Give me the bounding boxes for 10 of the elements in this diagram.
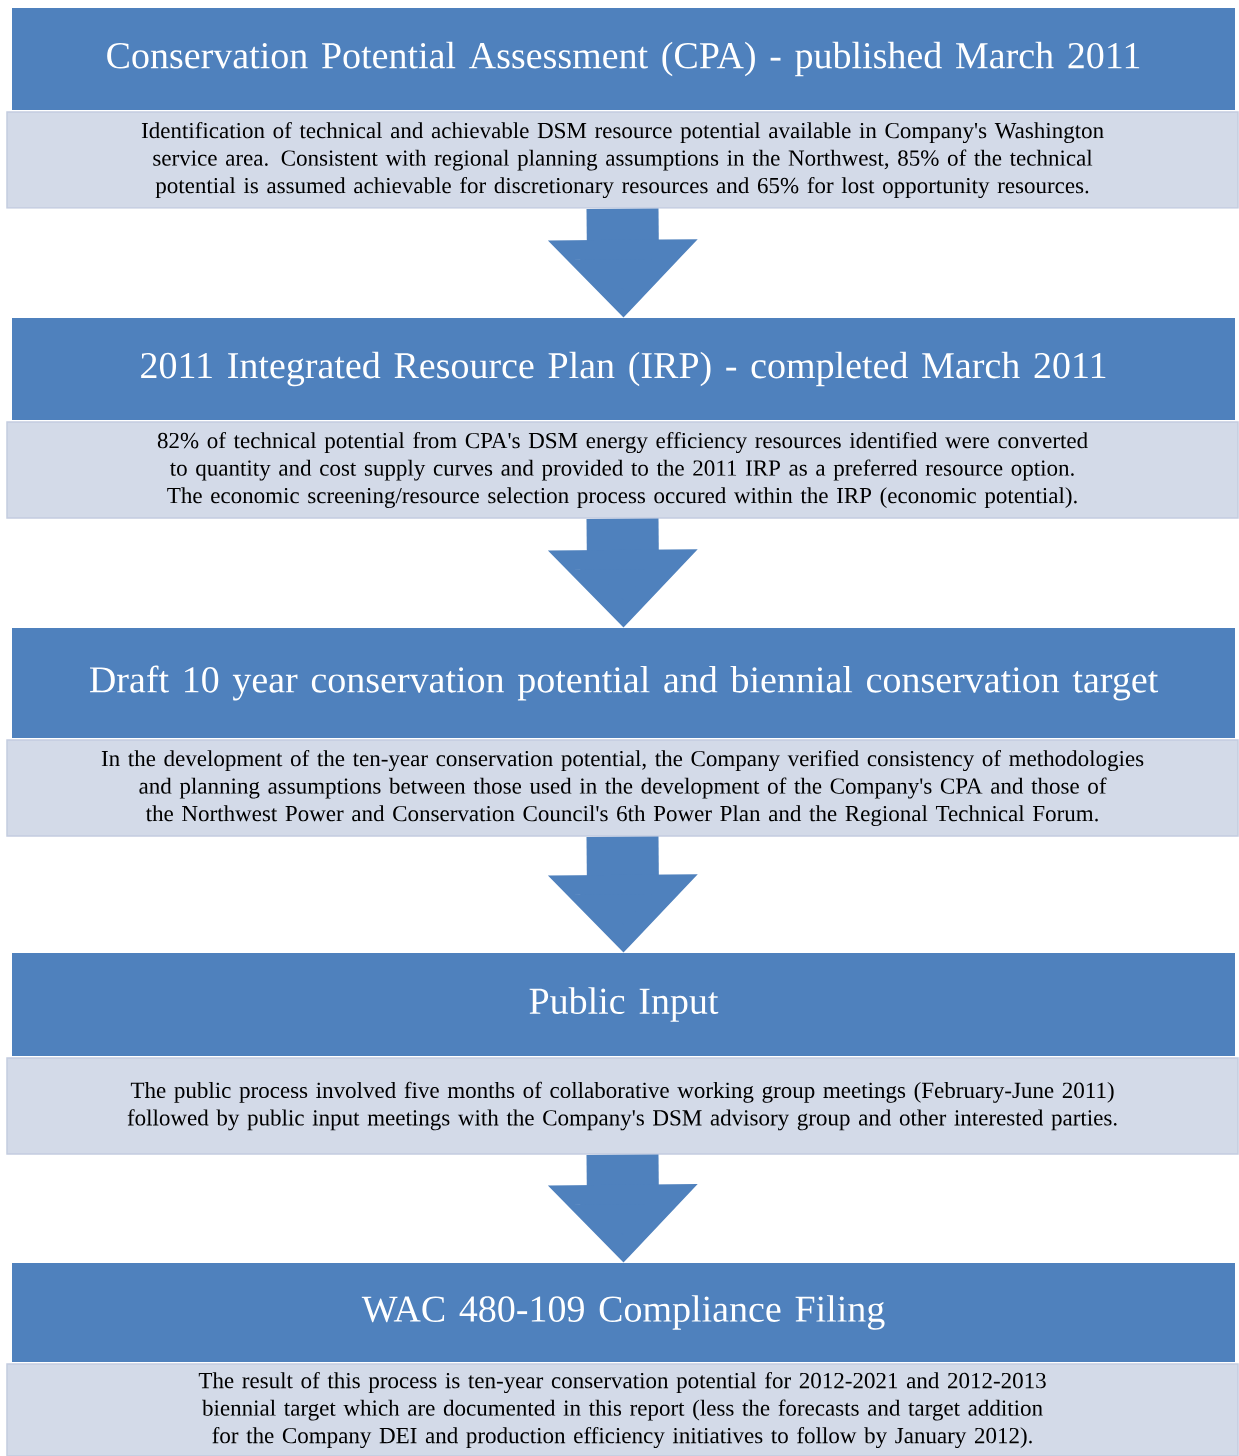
heading-box: Conservation Potential Assessment (CPA) - published March 2011 bbox=[12, 8, 1235, 110]
description-box: Identification of technical and achievable DSM resource potential available in Company's Washington service area. Consistent with regional planning assumptions in the Northwest, 85% of the technical potential is assumed achievable for discretionary resources and 65% for lost opportunity resources. bbox=[6, 111, 1239, 209]
heading-box: Draft 10 year conservation potential and biennial conservation target bbox=[12, 628, 1235, 738]
description-box: 82% of technical potential from CPA's DSM energy efficiency resources identified were converted to quantity and cost supply curves and provided to the 2011 IRP as a preferred resource option. The economic screening/resource selection process occured within the IRP (economic potential). bbox=[6, 421, 1239, 519]
description-box: The result of this process is ten-year conservation potential for 2012-2021 and 2012-2013 biennial target which are documented in this report (less the forecasts and target addition for the Company DEI and production efficiency initiatives to follow by January 2012). bbox=[6, 1363, 1239, 1456]
heading-box: WAC 480-109 Compliance Filing bbox=[12, 1263, 1235, 1362]
description-box: In the development of the ten-year conservation potential, the Company verified consistency of methodologies and planning assumptions between those used in the development of the Company's CPA and those of the Northwest Power and Conservation Council's 6th Power Plan and the Regional Technical Forum. bbox=[6, 739, 1239, 837]
description-box: The public process involved five months of collaborative working group meetings (February-June 2011) followed by public input meetings with the Company's DSM advisory group and other interested parties. bbox=[6, 1057, 1239, 1155]
heading-box: 2011 Integrated Resource Plan (IRP) - completed March 2011 bbox=[12, 318, 1235, 420]
heading-box: Public Input bbox=[12, 953, 1235, 1056]
